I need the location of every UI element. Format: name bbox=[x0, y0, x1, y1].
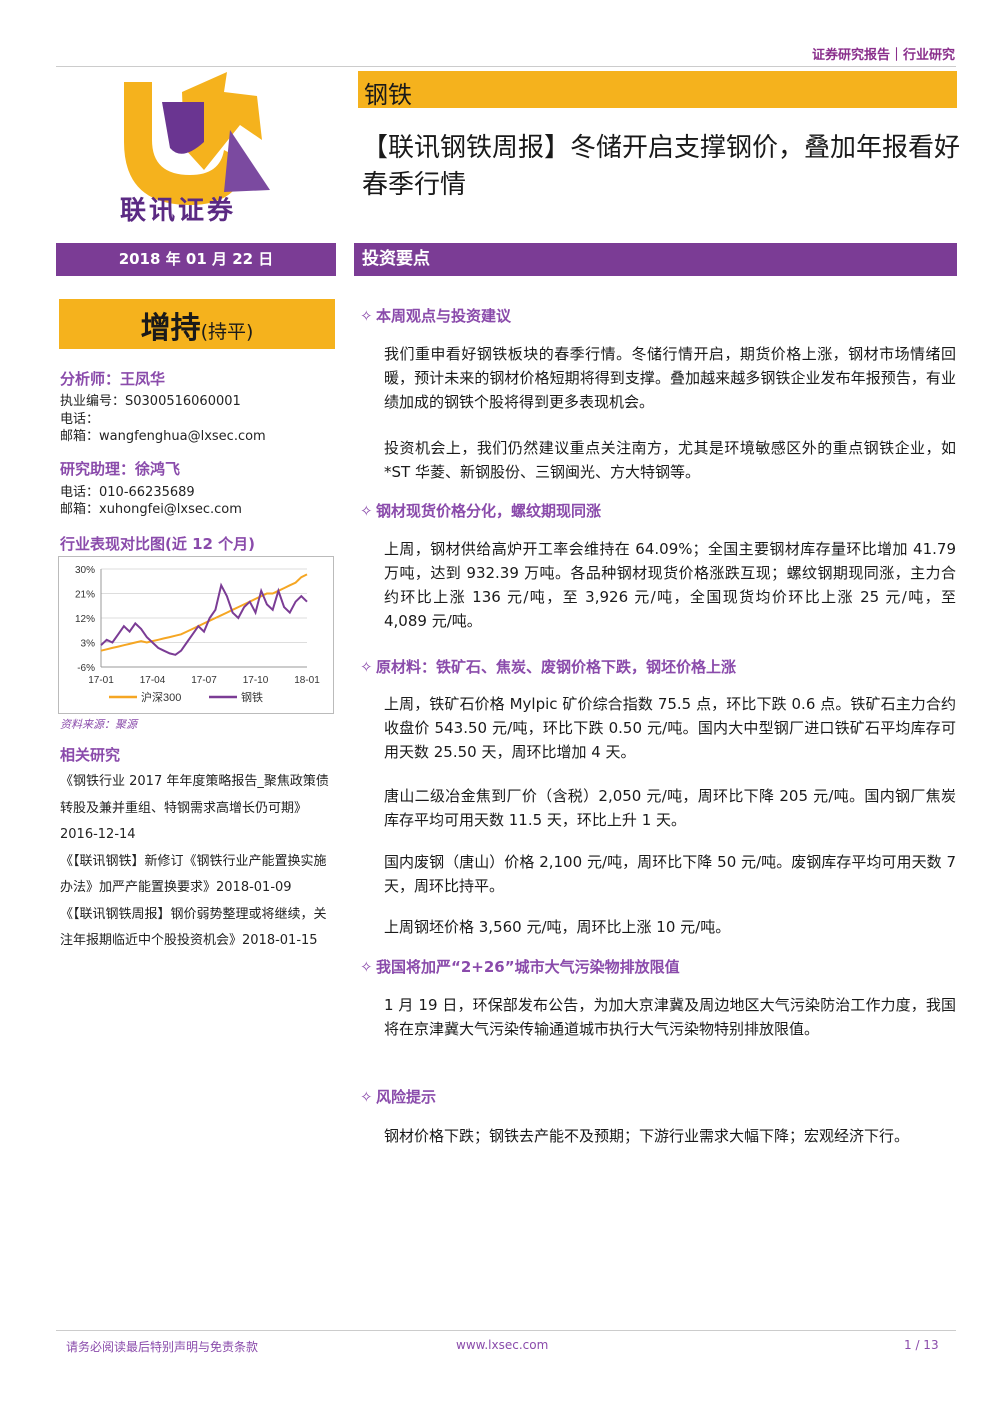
chart-xtick-label: 18-01 bbox=[294, 675, 320, 686]
sector-banner: 钢铁 bbox=[358, 71, 957, 109]
assistant-phone: 电话：010-66235689 bbox=[60, 485, 195, 500]
rating-sub: (持平) bbox=[200, 321, 254, 343]
footer-disclaimer: 请务必阅读最后特别声明与免责条款 bbox=[66, 1340, 259, 1354]
related-item: 《【联讯钢铁】新修订《钢铁行业产能置换实施办法》加严产能置换要求》2018-01… bbox=[60, 853, 327, 896]
diamond-icon: ✧ bbox=[360, 658, 373, 676]
section-banner: 投资要点 bbox=[354, 243, 957, 276]
analyst-phone: 电话： bbox=[60, 412, 100, 427]
chart-ytick-label: -6% bbox=[77, 663, 95, 674]
section-heading: ✧我国将加严“2+26”城市大气污染物排放限值 bbox=[360, 958, 680, 976]
diamond-icon: ✧ bbox=[360, 958, 373, 976]
diamond-icon: ✧ bbox=[360, 307, 373, 325]
analyst-email: 邮箱：wangfenghua@lxsec.com bbox=[60, 429, 266, 444]
footer-divider bbox=[56, 1330, 956, 1331]
chart-xtick-label: 17-01 bbox=[88, 675, 114, 686]
related-list: 《钢铁行业 2017 年年度策略报告_聚焦政策债转股及兼并重组、特钢需求高增长仍… bbox=[60, 769, 338, 955]
report-type: 证券研究报告｜行业研究 bbox=[811, 48, 955, 63]
assistant-name: 研究助理：徐鸿飞 bbox=[60, 460, 181, 478]
chart-source: 资料来源：聚源 bbox=[60, 718, 137, 731]
rating-main: 增持 bbox=[140, 311, 201, 346]
report-title: 【联讯钢铁周报】冬储开启支撑钢价，叠加年报看好春季行情 bbox=[362, 133, 961, 200]
related-item: 《钢铁行业 2017 年年度策略报告_聚焦政策债转股及兼并重组、特钢需求高增长仍… bbox=[60, 774, 329, 842]
chart-series-line bbox=[100, 573, 308, 652]
chart-ytick-label: 21% bbox=[75, 590, 95, 601]
chart-svg: 30% 21% 12% 3% -6%17-01 17-04 17-07 17-10 18-01 沪… bbox=[75, 565, 320, 704]
chart-legend-label: 沪深300 bbox=[141, 690, 181, 704]
footer-url[interactable]: www.lxsec.com bbox=[456, 1338, 549, 1352]
chart-ytick-label: 30% bbox=[75, 565, 95, 576]
diamond-icon: ✧ bbox=[360, 1088, 373, 1106]
header-divider bbox=[56, 66, 956, 67]
section-paragraph: 国内废钢（唐山）价格 2,100 元/吨，周环比下降 50 元/吨。废钢库存平均… bbox=[384, 853, 956, 895]
sector-label: 钢铁 bbox=[364, 81, 412, 109]
section-heading: ✧风险提示 bbox=[360, 1088, 437, 1106]
analyst-license: 执业编号：S0300516060001 bbox=[60, 394, 241, 409]
section-paragraph: 钢材价格下跌；钢铁去产能不及预期；下游行业需求大幅下降；宏观经济下行。 bbox=[384, 1127, 910, 1145]
section-paragraph: 上周，铁矿石价格 Mylpic 矿价综合指数 75.5 点，环比下跌 0.6 点… bbox=[384, 695, 956, 761]
analyst-name: 分析师：王凤华 bbox=[60, 370, 166, 388]
footer-page: 1 / 13 bbox=[904, 1338, 939, 1352]
section-heading: ✧本周观点与投资建议 bbox=[360, 307, 512, 325]
section-paragraph: 上周钢坯价格 3,560 元/吨，周环比上涨 10 元/吨。 bbox=[384, 918, 731, 936]
chart-title: 行业表现对比图(近 12 个月) bbox=[60, 535, 256, 553]
chart-xtick-label: 17-04 bbox=[140, 675, 166, 686]
section-paragraph: 我们重申看好钢铁板块的春季行情。冬储行情开启，期货价格上涨，钢材市场情绪回暖，预… bbox=[384, 345, 956, 411]
company-logo-icon bbox=[124, 72, 270, 205]
assistant-email: 邮箱：xuhongfei@lxsec.com bbox=[60, 502, 242, 517]
chart-ytick-label: 3% bbox=[81, 639, 96, 650]
chart-ytick-label: 12% bbox=[75, 614, 95, 625]
section-heading: ✧原材料：铁矿石、焦炭、废钢价格下跌，钢坯价格上涨 bbox=[360, 658, 737, 676]
report-date: 2018 年 01 月 22 日 bbox=[56, 243, 336, 276]
performance-chart: 30% 21% 12% 3% -6%17-01 17-04 17-07 17-10 18-01 沪… bbox=[58, 556, 334, 714]
section-paragraph: 上周，钢材供给高炉开工率会维持在 64.09%；全国主要钢材库存量环比增加 41… bbox=[384, 540, 956, 630]
section-heading: ✧钢材现货价格分化，螺纹期现同涨 bbox=[360, 502, 602, 520]
chart-legend-label: 钢铁 bbox=[241, 691, 263, 704]
chart-series-line bbox=[100, 582, 308, 656]
related-title: 相关研究 bbox=[60, 746, 121, 764]
chart-xtick-label: 17-10 bbox=[243, 675, 269, 686]
diamond-icon: ✧ bbox=[360, 502, 373, 520]
section-paragraph: 投资机会上，我们仍然建议重点关注南方，尤其是环境敏感区外的重点钢铁企业，如*ST… bbox=[384, 439, 956, 481]
section-paragraph: 1 月 19 日，环保部发布公告，为加大京津冀及周边地区大气污染防治工作力度，我… bbox=[384, 996, 956, 1038]
related-item: 《【联讯钢铁周报】钢价弱势整理或将继续，关注年报期临近中个股投资机会》2018-… bbox=[60, 906, 327, 949]
chart-xtick-label: 17-07 bbox=[191, 675, 217, 686]
section-paragraph: 唐山二级冶金焦到厂价（含税）2,050 元/吨，周环比下降 205 元/吨。国内… bbox=[384, 787, 956, 829]
company-name: 联讯证券 bbox=[120, 196, 237, 226]
rating-box: 增持(持平) bbox=[59, 299, 335, 349]
